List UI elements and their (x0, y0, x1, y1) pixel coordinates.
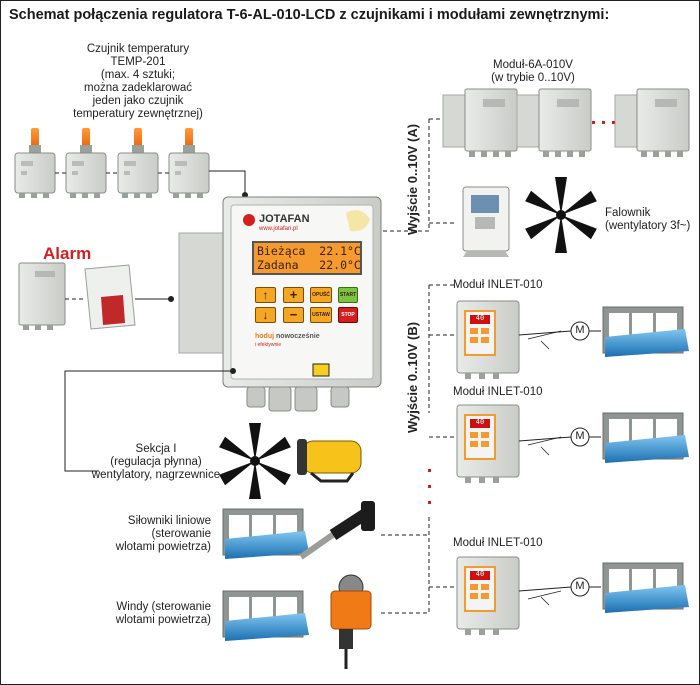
sensor-label-line: można zadeklarować (83, 82, 193, 94)
inlet-module-1 (456, 300, 520, 380)
inverter-label: Falownik (wentylatory 3f~) (605, 207, 699, 233)
inlet-module-3 (456, 556, 520, 636)
sensor-label: Czujnik temperatury TEMP-201 (max. 4 szt… (53, 43, 223, 121)
linear-actuator (299, 501, 375, 560)
winches-label: Windy (sterowanie wlotami powietrza) (97, 601, 211, 627)
more-modules-dots (592, 121, 615, 124)
controller-brand: JOTAFAN (259, 213, 310, 225)
fan-3f (525, 177, 597, 253)
inlet-1-display: 40 (475, 314, 485, 322)
plus-button[interactable]: + (283, 287, 304, 303)
section-label-line: Sekcja I (135, 443, 177, 455)
inverter-label-line: Falownik (605, 207, 651, 219)
alarm-label: Alarm (43, 244, 92, 263)
winch-motor (330, 574, 372, 669)
opusc-button[interactable]: OPUŚĆ (310, 287, 332, 303)
sensor-label-line: TEMP-201 (110, 56, 166, 68)
arrow-down-button[interactable]: ↓ (255, 307, 276, 323)
winches-label-line: Windy (sterowanie (116, 601, 211, 613)
more-inlets-dots (428, 469, 431, 504)
inlet-3-display: 40 (475, 570, 485, 578)
temp-sensor-3 (117, 127, 159, 199)
motor-1-symbol: M (575, 324, 585, 336)
ustaw-button[interactable]: USTAW (310, 307, 332, 323)
inlet-label-3: Moduł INLET-010 (453, 537, 543, 549)
sensor-label-line: Czujnik temperatury (86, 43, 190, 55)
temp-sensor-2 (65, 127, 107, 199)
air-inlet-flap-1 (602, 306, 690, 358)
minus-button[interactable]: − (283, 307, 304, 323)
stop-button[interactable]: STOP (338, 307, 358, 323)
module-6a-label: Moduł-6A-010V (w trybie 0..10V) (473, 59, 593, 85)
air-inlet-flap-2 (602, 412, 690, 464)
sensor-label-line: jeden jako czujnik (92, 95, 184, 107)
actuators-label: Siłowniki liniowe (sterowanie wlotami po… (97, 515, 211, 554)
inverter (462, 186, 510, 257)
heater (297, 439, 362, 483)
actuators-label-line: (sterowanie (151, 528, 211, 540)
controller-mount (178, 232, 230, 354)
section-label-line: (regulacja płynna) (110, 456, 202, 468)
cable-glands (246, 386, 350, 412)
start-button[interactable]: START (338, 287, 358, 303)
alarm-module (18, 262, 66, 330)
inlet-module-2 (456, 404, 520, 484)
module-6a-2 (516, 88, 592, 158)
motor-2 (570, 427, 590, 447)
controller-slogan: hoduj nowocześnie i efektywnie (255, 333, 320, 349)
controller-url: www.jotafan.pl (259, 226, 298, 232)
temp-sensor-4 (168, 127, 210, 199)
module-6a-3 (614, 88, 690, 158)
actuators-label-line: wlotami powietrza) (115, 541, 211, 553)
lcd-line-1: Bieżąca 22.1°C (257, 244, 361, 258)
slogan-part-2: nowocześnie (276, 333, 320, 340)
slogan-part-3: i efektywnie (255, 342, 282, 348)
air-inlet-flap-3 (602, 562, 690, 614)
module-6a-1 (442, 88, 518, 158)
arrow-up-button[interactable]: ↑ (255, 287, 276, 303)
inlet-2-display: 40 (475, 418, 485, 426)
output-b-label: Wyjście 0..10V (B) (405, 321, 420, 433)
sensor-label-line: (max. 4 sztuki; (100, 69, 176, 81)
motor-1 (570, 321, 590, 341)
actuators-label-line: Siłowniki liniowe (127, 515, 211, 527)
module-6a-label-line: Moduł-6A-010V (493, 59, 573, 71)
page-title: Schemat połączenia regulatora T-6-AL-010… (9, 7, 610, 23)
alarm-siren (84, 264, 136, 330)
section-label: Sekcja I (regulacja płynna) wentylatory,… (81, 443, 231, 482)
temp-sensor-1 (14, 127, 56, 199)
sensor-label-line: temperatury zewnętrznej) (73, 108, 203, 120)
section-label-line: wentylatory, nagrzewnice (91, 469, 221, 481)
lcd-line-2: Zadana 22.0°C (257, 258, 361, 272)
output-b-wiring (381, 284, 457, 614)
motor-2-symbol: M (575, 430, 585, 442)
motor-3-symbol: M (575, 580, 585, 592)
winch-flap (222, 590, 310, 642)
motor-3 (570, 577, 590, 597)
inlet-label-1: Moduł INLET-010 (453, 279, 543, 291)
module-6a-label-line: (w trybie 0..10V) (491, 72, 575, 84)
output-a-label: Wyjście 0..10V (A) (405, 123, 420, 235)
inlet-label-2: Moduł INLET-010 (453, 386, 543, 398)
slogan-part-1: hoduj (255, 333, 275, 340)
inverter-label-line: (wentylatory 3f~) (605, 220, 691, 232)
actuator-flap (222, 508, 310, 560)
winches-label-line: wlotami powietrza) (115, 614, 211, 626)
